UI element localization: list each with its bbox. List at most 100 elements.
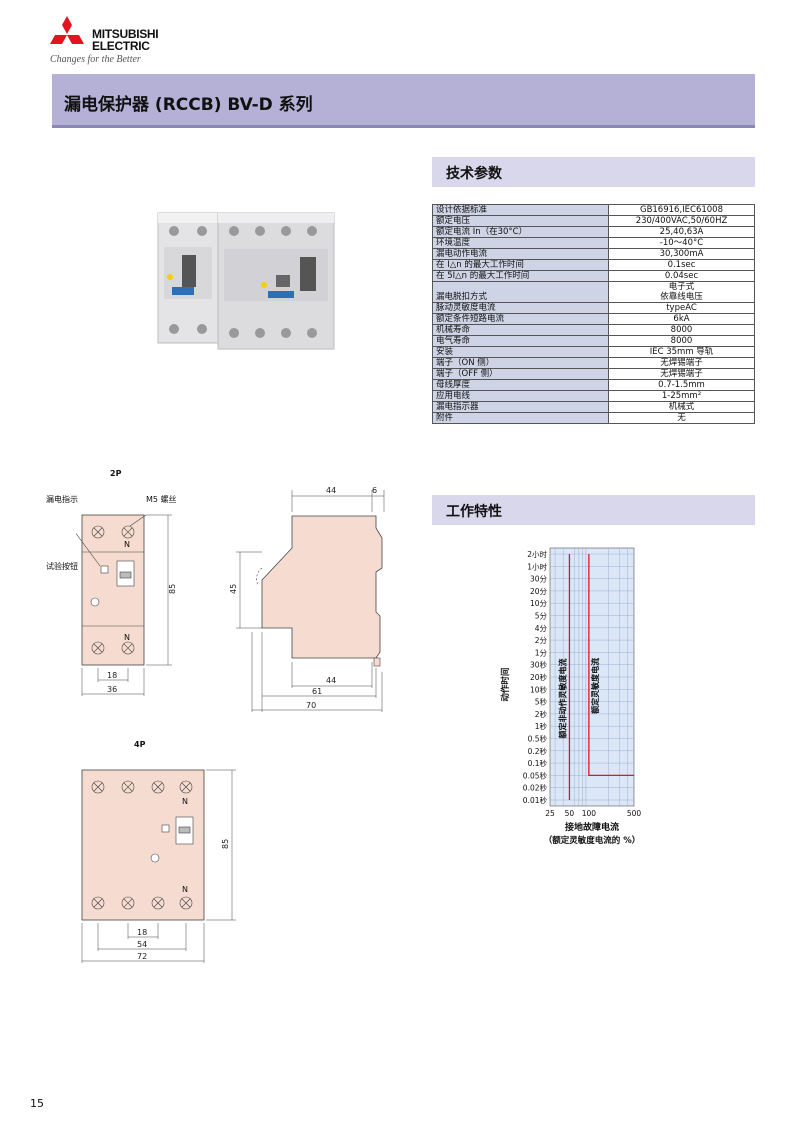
spec-row: 额定电流 In（在30°C）25,40,63A: [432, 226, 755, 238]
spec-row: 端子（OFF 侧）无焊锡端子: [432, 368, 755, 380]
dim-side-top: 6: [372, 486, 377, 495]
chart-y-tick-label: 0.1秒: [528, 758, 548, 768]
chart-annotation: 额定灵敏度电流: [590, 658, 600, 714]
drawing-2p-n-bottom: N: [124, 633, 130, 642]
spec-value: 0.1sec: [608, 259, 755, 271]
spec-value: 6kA: [608, 313, 755, 325]
spec-key: 应用电线: [432, 390, 609, 402]
chart-x-tick-label: 500: [627, 809, 642, 818]
page-title: 漏电保护器 (RCCB) BV-D 系列: [64, 95, 313, 115]
chart-y-tick-label: 0.01秒: [523, 795, 548, 805]
chart-y-tick-label: 20秒: [530, 672, 548, 682]
drawing-2p-n-top: N: [124, 540, 130, 549]
dim-side-45: 45: [229, 584, 238, 594]
page-number: 15: [30, 1097, 44, 1110]
dim-side-70: 70: [306, 701, 316, 710]
spec-key: 在 I△n 的最大工作时间: [432, 259, 609, 271]
spec-key: 端子（OFF 侧）: [432, 368, 609, 380]
screw-label: M5 螺丝: [146, 495, 177, 504]
drawing-2p-label: 2P: [110, 469, 122, 478]
drawing-4p-n-top: N: [182, 797, 188, 806]
chart-section-header: 工作特性: [432, 495, 755, 525]
spec-value: GB16916,IEC61008: [608, 204, 755, 216]
brand-name-line1: MITSUBISHI: [92, 27, 159, 41]
spec-key: 额定电压: [432, 215, 609, 227]
chart-y-tick-label: 20分: [530, 587, 548, 596]
chart-y-tick-label: 30秒: [530, 660, 548, 670]
spec-key: 安装: [432, 346, 609, 358]
spec-row: 附件无: [432, 412, 755, 424]
chart-y-tick-label: 30分: [530, 575, 548, 584]
spec-key: 环境温度: [432, 237, 609, 249]
dim-4p-72: 72: [137, 952, 147, 961]
dim-4p-54: 54: [137, 940, 147, 949]
chart-y-tick-label: 10分: [530, 599, 548, 608]
test-button-label: 试验按钮: [46, 562, 78, 571]
leak-indicator-label: 漏电指示: [46, 495, 78, 504]
chart-x-axis-label: 接地故障电流: [565, 821, 619, 833]
chart-series-line: [588, 554, 634, 777]
chart-y-tick-label: 0.02秒: [523, 783, 548, 793]
spec-value: 0.04sec: [608, 270, 755, 282]
spec-key: 电气寿命: [432, 335, 609, 347]
chart-y-tick-label: 2秒: [535, 709, 548, 719]
chart-y-tick-label: 2分: [535, 636, 548, 645]
spec-key: 机械寿命: [432, 324, 609, 336]
chart-y-tick-label: 0.5秒: [528, 734, 548, 744]
dim-4p-height: 85: [221, 839, 230, 849]
spec-value: 无焊锡端子: [608, 357, 755, 369]
spec-row: 端子（ON 侧）无焊锡端子: [432, 357, 755, 369]
chart-y-tick-label: 1秒: [535, 721, 548, 731]
spec-value: 1-25mm²: [608, 390, 755, 402]
three-diamond-logo-icon: [50, 16, 84, 44]
operating-characteristic-chart: 2小时1小时30分20分10分5分4分2分1分30秒20秒10秒5秒2秒1秒0.…: [500, 547, 642, 846]
chart-y-axis-label: 动作时间: [500, 668, 511, 702]
spec-value: 230/400VAC,50/60HZ: [608, 215, 755, 227]
chart-y-tick-label: 10秒: [530, 684, 548, 694]
product-photo: [157, 212, 335, 350]
spec-value: -10～40°C: [608, 237, 755, 249]
spec-key: 端子（ON 侧）: [432, 357, 609, 369]
spec-value: IEC 35mm 导轨: [608, 346, 755, 358]
chart-x-tick-label: 25: [545, 809, 555, 818]
chart-x-axis-sublabel: （额定灵敏度电流的 %）: [544, 835, 640, 846]
drawing-4p-label: 4P: [134, 740, 146, 749]
spec-value: typeAC: [608, 302, 755, 314]
spec-section-title: 技术参数: [446, 166, 502, 182]
chart-x-tick-label: 100: [582, 809, 597, 818]
spec-value: 8000: [608, 335, 755, 347]
spec-value: 电子式依靠线电压: [608, 281, 755, 303]
chart-y-tick-label: 5秒: [535, 697, 548, 707]
spec-key: 漏电动作电流: [432, 248, 609, 260]
spec-value: 无焊锡端子: [608, 368, 755, 380]
brand-logo: MITSUBISHI ELECTRIC Changes for the Bett…: [46, 14, 246, 66]
spec-value: 30,300mA: [608, 248, 755, 260]
dim-2p-height: 85: [168, 584, 177, 594]
dim-2p-width: 36: [107, 685, 117, 694]
brand-name-line2: ELECTRIC: [92, 39, 150, 53]
dim-side-44b: 44: [326, 676, 336, 685]
chart-y-tick-label: 0.2秒: [528, 746, 548, 756]
chart-y-tick-label: 1小时: [527, 561, 547, 571]
spec-value: 无: [608, 412, 755, 424]
spec-value: 机械式: [608, 401, 755, 413]
spec-row: 环境温度-10～40°C: [432, 237, 755, 249]
chart-y-tick-label: 5分: [535, 612, 548, 621]
dim-4p-pitch: 18: [137, 928, 147, 937]
drawing-side-view: 44 6 45 44 61 70: [229, 486, 385, 712]
chart-y-tick-label: 1分: [535, 648, 548, 657]
chart-y-tick-label: 4分: [535, 624, 548, 633]
drawing-4p-n-bottom: N: [182, 885, 188, 894]
dim-2p-pitch: 18: [107, 671, 117, 680]
spec-value-line1: 电子式: [668, 282, 695, 292]
